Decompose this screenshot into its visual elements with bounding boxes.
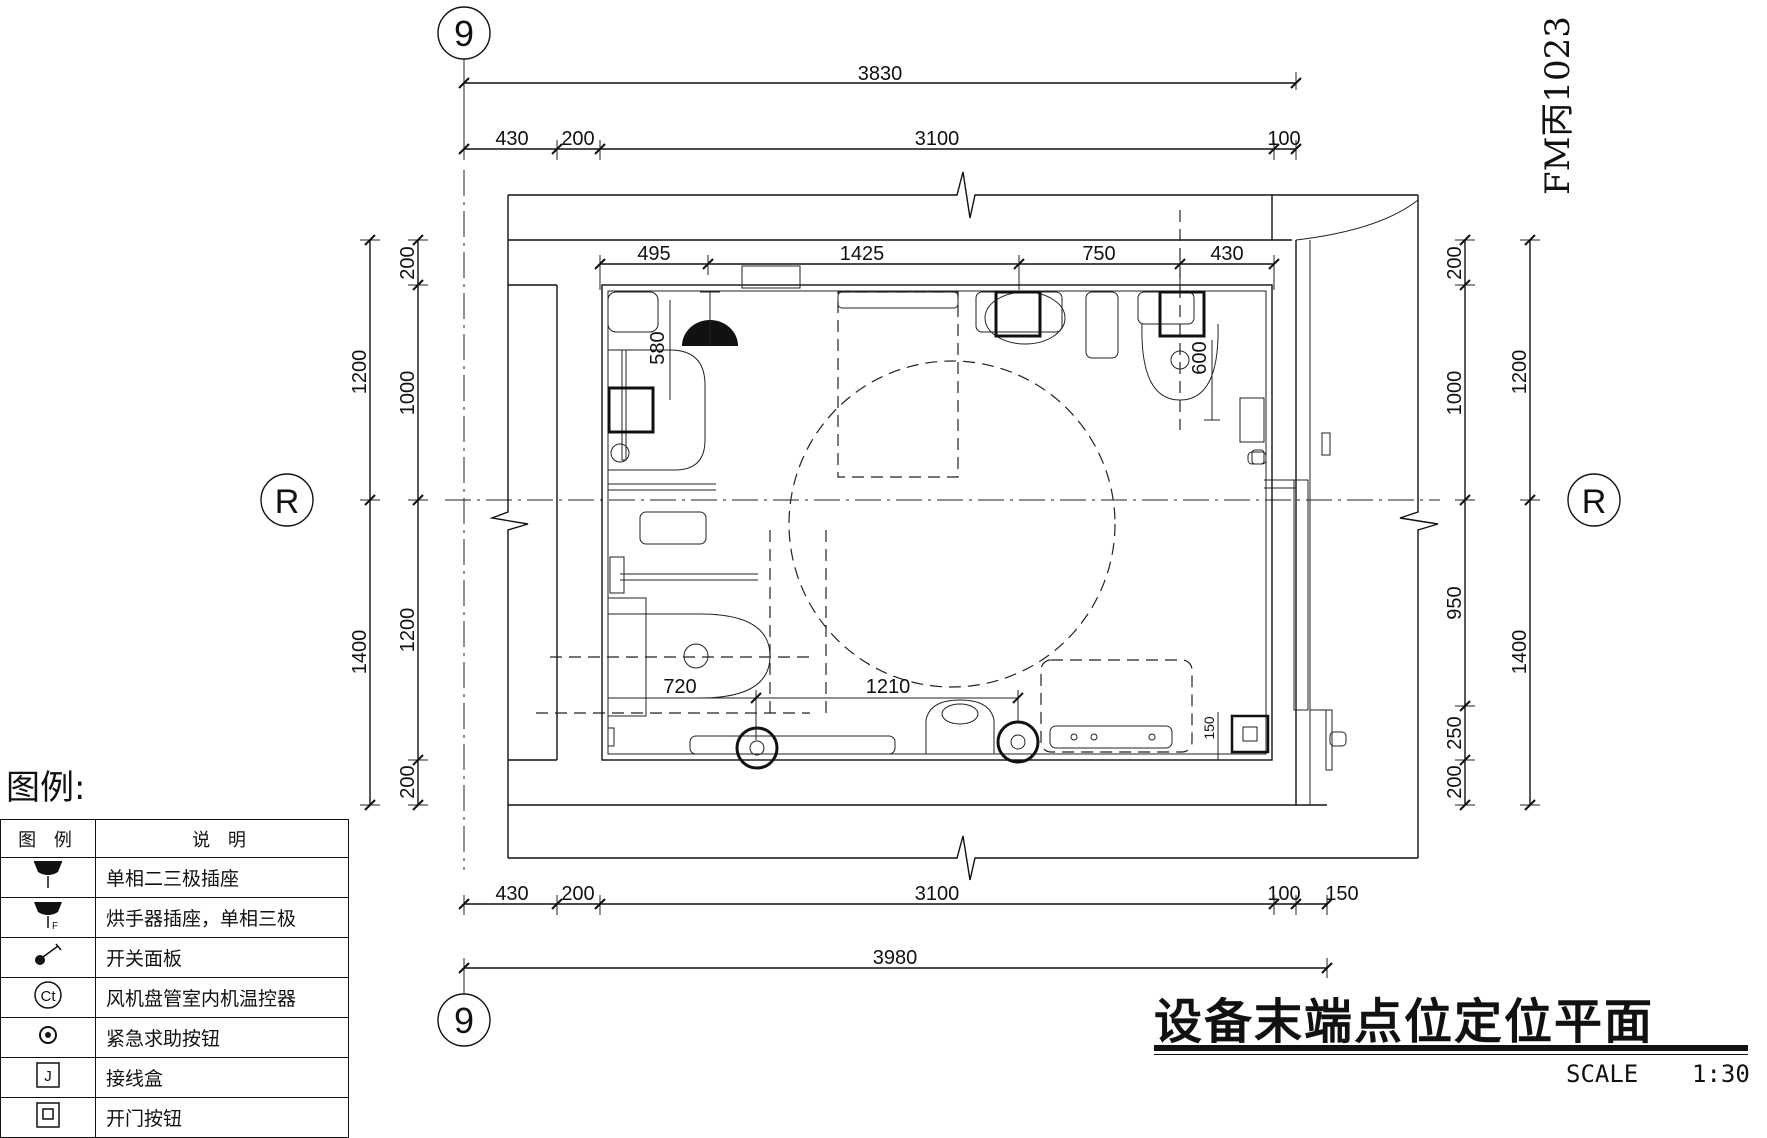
dim-right-inner-200a: 200: [1444, 246, 1466, 279]
dim-left-inner-200b: 200: [397, 765, 419, 798]
legend-heading: 图例:: [6, 768, 86, 808]
legend-row: 开关面板: [0, 937, 349, 978]
fixtures: [536, 210, 1267, 755]
dim-right-inner-1000: 1000: [1444, 371, 1466, 416]
axis-r-right-label: R: [1582, 483, 1607, 521]
right-outer-dimension: 1200 1400: [1509, 234, 1540, 811]
dim-bot-100: 100: [1267, 883, 1300, 905]
legend-desc: 紧急求助按钮: [95, 1017, 349, 1058]
walls: [489, 171, 1439, 881]
dim-left-inner-1000: 1000: [397, 371, 419, 416]
fan-coil-thermostat-icon: Ct: [34, 981, 62, 1009]
dim-left-inner-200a: 200: [397, 246, 419, 279]
dim-right-inner-200b: 200: [1444, 765, 1466, 798]
emergency-button-right-icon: [996, 720, 1040, 764]
axis-9-top-label: 9: [454, 13, 474, 54]
dim-int-430: 430: [1210, 243, 1243, 265]
door-open-button-plan-icon: [1230, 714, 1270, 754]
dim-bot-3100: 3100: [915, 883, 960, 905]
dim-580: 580: [647, 331, 669, 364]
grid-axis-r-left: R: [260, 473, 314, 527]
dim-720: 720: [663, 676, 696, 698]
scale-label: SCALE: [1566, 1060, 1639, 1088]
title-underline-thin: [1154, 1054, 1748, 1055]
dim-left-1400: 1400: [349, 630, 371, 675]
left-inner-dimension: 200 1000 1200 200: [397, 234, 428, 811]
legend-desc: 接线盒: [95, 1057, 349, 1098]
title-underline: [1154, 1045, 1748, 1051]
dim-bot-150: 150: [1325, 883, 1358, 905]
dim-right-inner-950: 950: [1444, 586, 1466, 619]
emergency-button-left-icon: [735, 726, 779, 770]
legend-row: 单相二三极插座: [0, 857, 349, 898]
dim-int-750: 750: [1082, 243, 1115, 265]
drawing-title: 设备末端点位定位平面: [1154, 994, 1655, 1050]
junction-letter: J: [44, 1068, 52, 1085]
socket-2-3-pole-icon: [34, 861, 62, 888]
dim-600: 600: [1189, 341, 1211, 374]
dim-bot-200: 200: [561, 883, 594, 905]
dim-top-100: 100: [1267, 128, 1300, 150]
axis-9-bottom-label: 9: [454, 1000, 474, 1041]
dim-right-1400: 1400: [1509, 630, 1531, 675]
emergency-call-button-icon: [39, 1026, 57, 1044]
axis-r-left-label: R: [275, 483, 300, 521]
thermostat-letter: Ct: [41, 988, 57, 1005]
legend-col-desc: 说 明: [95, 819, 349, 858]
bottom-total-dimension: 3980: [458, 947, 1333, 978]
grid-axis-9-bottom: 9: [437, 968, 491, 1047]
door-code-label: FM丙1023: [1538, 16, 1578, 195]
dim-right-1200: 1200: [1509, 350, 1531, 395]
dim-left-inner-1200: 1200: [397, 608, 419, 653]
legend-desc: 开门按钮: [95, 1097, 349, 1138]
junction-box-left-icon: [607, 386, 655, 434]
dim-bot-total: 3980: [873, 947, 918, 969]
legend-row: Ct 风机盘管室内机温控器: [0, 977, 349, 1018]
switch-panel-icon: [35, 943, 62, 965]
wheelchair-turning-circle: [788, 360, 1116, 688]
grid-axis-9-top: 9: [437, 6, 491, 90]
hand-dryer-socket-icon: F: [34, 902, 62, 932]
top-segment-dimension: 430 200 3100 100: [458, 128, 1302, 160]
legend-table: 图 例 说 明 单相二三极插座 F 烘手器插座，单相三极 开关面板 Ct 风机盘…: [0, 819, 349, 1138]
dim-top-430: 430: [495, 128, 528, 150]
left-outer-dimension: 1200 1400: [349, 234, 380, 811]
dim-150-local: 150: [1201, 716, 1217, 740]
dim-right-inner-250: 250: [1444, 716, 1466, 749]
door-open-button-icon: [36, 1102, 60, 1128]
grid-axis-r-right: R: [1567, 473, 1621, 527]
dim-1210: 1210: [866, 676, 911, 698]
legend-desc: 单相二三极插座: [95, 857, 349, 898]
junction-box-toilet-icon: [1158, 290, 1206, 338]
legend-desc: 风机盘管室内机温控器: [95, 977, 349, 1018]
legend-desc: 烘手器插座，单相三极: [95, 897, 349, 938]
dim-top-total: 3830: [858, 63, 903, 85]
dim-top-3100: 3100: [915, 128, 960, 150]
legend-row: F 烘手器插座，单相三极: [0, 897, 349, 938]
dim-bot-430: 430: [495, 883, 528, 905]
legend-row: 开门按钮: [0, 1097, 349, 1138]
dim-top-200: 200: [561, 128, 594, 150]
dim-left-1200: 1200: [349, 350, 371, 395]
dim-int-495: 495: [637, 243, 670, 265]
bottom-segment-dimension: 430 200 3100 100 150: [458, 883, 1359, 915]
right-inner-dimension: 200 1000 950 250 200: [1444, 234, 1475, 811]
junction-box-icon: J: [36, 1062, 60, 1088]
dryer-letter: F: [52, 921, 58, 932]
legend-desc: 开关面板: [95, 937, 349, 978]
scale-value: 1:30: [1692, 1060, 1750, 1088]
dim-int-1425: 1425: [840, 243, 885, 265]
legend-row: J 接线盒: [0, 1057, 349, 1098]
electrical-points: 580 600 720 1210 150: [607, 290, 1270, 770]
top-total-dimension: 3830: [458, 63, 1302, 140]
legend-col-symbol: 图 例: [0, 819, 96, 858]
junction-box-sink-icon: [994, 290, 1042, 338]
interior-top-dimension: 495 1425 750 430: [594, 243, 1280, 290]
legend-row: 紧急求助按钮: [0, 1017, 349, 1058]
